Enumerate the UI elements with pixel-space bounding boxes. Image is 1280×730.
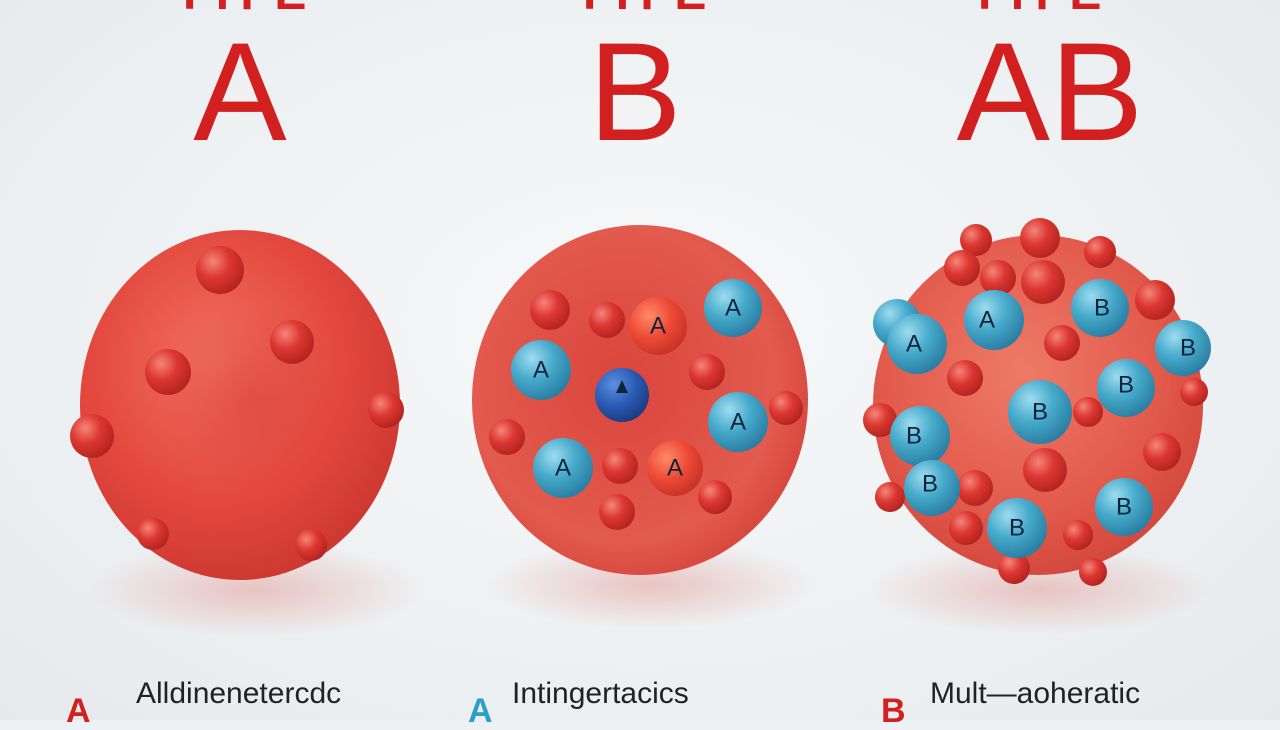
panel-ab-type-letter: AB <box>956 13 1144 170</box>
red-antigen-bead <box>1180 378 1208 406</box>
red-antigen-bead <box>1021 260 1065 304</box>
red-antigen-bead <box>196 246 244 294</box>
red-antigen-bead <box>295 529 327 561</box>
red-antigen-bead <box>1023 448 1067 492</box>
antigen-b-blue: B <box>1097 359 1155 417</box>
antigen-a-dark-blue <box>595 368 649 422</box>
red-antigen-bead <box>769 391 803 425</box>
red-antigen-bead <box>944 250 980 286</box>
red-antigen-bead <box>270 320 314 364</box>
svg-text:B: B <box>1032 399 1048 426</box>
red-antigen-bead <box>1063 520 1093 550</box>
panel-a-type-letter: A <box>193 13 287 170</box>
cell-type-a <box>70 230 404 580</box>
antigen-b-blue: B <box>987 498 1047 558</box>
caption-text: Intingertacics <box>512 677 689 710</box>
svg-text:A: A <box>650 313 666 340</box>
red-antigen-bead <box>602 448 638 484</box>
svg-text:A: A <box>555 455 571 482</box>
svg-text:B: B <box>1118 372 1134 399</box>
red-antigen-bead <box>949 511 983 545</box>
svg-text:B: B <box>1180 335 1196 362</box>
cell-type-ab: A A B B B B B B <box>863 218 1211 586</box>
cell-ab-shadow <box>865 545 1215 635</box>
antigen-a-blue: A <box>704 279 762 337</box>
red-antigen-bead <box>863 403 897 437</box>
svg-text:A: A <box>906 331 922 358</box>
cell-type-b: A A A A A A <box>472 225 808 575</box>
caption-mark-red: A <box>66 692 91 730</box>
svg-text:B: B <box>1009 515 1025 542</box>
antigen-a-orange: A <box>629 297 687 355</box>
antigen-a-blue: A <box>511 340 571 400</box>
panel-ab-top-title: TYPE <box>970 0 1103 21</box>
antigen-a-blue: A <box>533 438 593 498</box>
svg-text:B: B <box>906 423 922 450</box>
red-antigen-bead <box>530 290 570 330</box>
panel-a-top-title: TYPE <box>175 0 308 21</box>
antigen-b-blue: B <box>1071 279 1129 337</box>
svg-text:A: A <box>667 455 683 482</box>
caption-mark-blue: A <box>468 692 493 730</box>
red-antigen-bead <box>70 414 114 458</box>
red-antigen-bead <box>1084 236 1116 268</box>
antigen-a-orange: A <box>647 440 703 496</box>
red-antigen-bead <box>998 552 1030 584</box>
red-antigen-bead <box>957 470 993 506</box>
red-antigen-bead <box>599 494 635 530</box>
svg-text:B: B <box>1116 494 1132 521</box>
red-antigen-bead <box>137 518 169 550</box>
svg-text:A: A <box>730 409 746 436</box>
red-antigen-bead <box>1143 433 1181 471</box>
red-antigen-bead <box>960 224 992 256</box>
svg-text:A: A <box>725 295 741 322</box>
panel-b-caption: A Intingertacics <box>460 676 760 728</box>
panel-b-type-letter: B <box>588 13 682 170</box>
panel-b-top-title: TYPE <box>575 0 708 21</box>
red-antigen-bead <box>875 482 905 512</box>
antigen-a-blue: A <box>708 392 768 452</box>
antigen-b-blue: B <box>890 406 950 466</box>
antigen-b-blue: B <box>1155 320 1211 376</box>
antigen-b-blue: B <box>904 460 960 516</box>
panel-a-caption: A Alldinenetercdc <box>60 676 390 728</box>
caption-mark-red: B <box>881 692 906 730</box>
red-antigen-bead <box>589 302 625 338</box>
red-antigen-bead <box>1044 325 1080 361</box>
red-antigen-bead <box>145 349 191 395</box>
svg-text:A: A <box>979 307 995 334</box>
red-antigen-bead <box>947 360 983 396</box>
red-antigen-bead <box>1020 218 1060 258</box>
red-antigen-bead <box>980 260 1016 296</box>
antigen-a-blue: A <box>964 290 1024 350</box>
antigen-b-blue: B <box>1095 478 1153 536</box>
red-antigen-bead <box>368 392 404 428</box>
red-antigen-bead <box>689 354 725 390</box>
panel-ab-caption: B Mult—aoheratic <box>875 676 1175 728</box>
caption-text: Mult—aoheratic <box>930 677 1141 710</box>
red-antigen-bead <box>1079 558 1107 586</box>
svg-text:B: B <box>1094 295 1110 322</box>
antigen-b-blue: B <box>1008 380 1072 444</box>
cell-b-shadow <box>485 540 815 630</box>
antigen-a-blue: A <box>887 314 947 374</box>
cell-a-shadow <box>85 542 425 638</box>
svg-text:B: B <box>922 471 938 498</box>
red-antigen-bead <box>698 480 732 514</box>
red-antigen-bead <box>1073 397 1103 427</box>
red-antigen-bead <box>489 419 525 455</box>
red-cell-dimple <box>160 305 350 495</box>
svg-text:A: A <box>533 357 549 384</box>
red-antigen-bead <box>1135 280 1175 320</box>
caption-text: Alldinenetercdc <box>136 677 342 710</box>
